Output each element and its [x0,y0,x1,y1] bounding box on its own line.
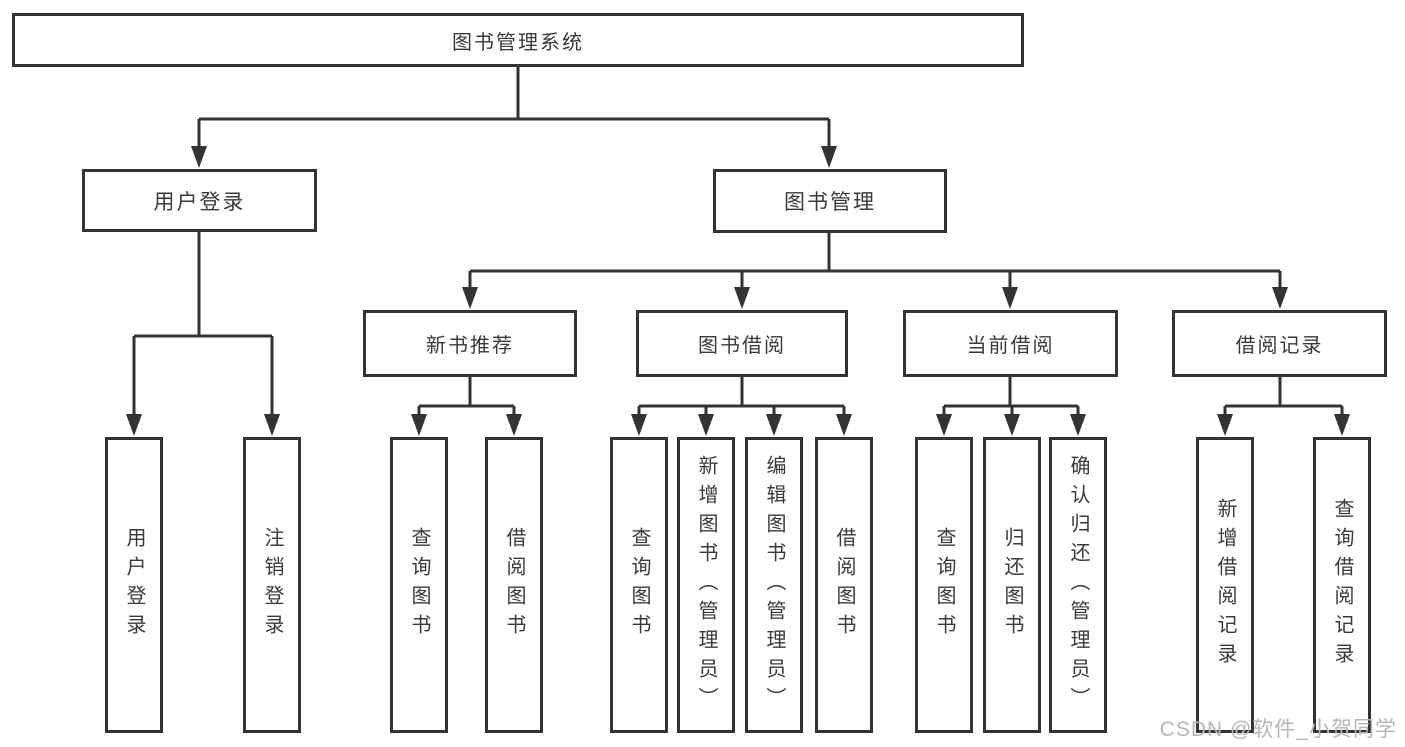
leaf-borrow-books-1: 借阅图书 [485,437,543,733]
node-current-borrowing: 当前借阅 [903,310,1118,377]
node-root: 图书管理系统 [12,13,1024,67]
leaf-user-login: 用户登录 [105,437,163,733]
watermark: CSDN @软件_小贺同学 [1159,718,1397,741]
leaf-query-books-2: 查询图书 [610,437,668,733]
leaf-return-books: 归还图书 [983,437,1041,733]
leaf-query-books-3: 查询图书 [915,437,973,733]
leaf-borrow-books-2: 借阅图书 [815,437,873,733]
leaf-confirm-return-admin: 确认归还（管理员） [1049,437,1107,733]
leaf-edit-books-admin: 编辑图书（管理员） [745,437,803,733]
node-new-book-recommend: 新书推荐 [363,310,577,377]
node-book-borrowing: 图书借阅 [636,310,848,377]
leaf-add-borrow-record: 新增借阅记录 [1196,437,1254,733]
leaf-query-borrow-record: 查询借阅记录 [1313,437,1371,733]
leaf-query-books-1: 查询图书 [390,437,448,733]
leaf-logout: 注销登录 [243,437,301,733]
node-borrowing-records: 借阅记录 [1172,310,1387,377]
leaf-add-books-admin: 新增图书（管理员） [677,437,735,733]
node-user-login: 用户登录 [82,169,317,232]
node-book-management: 图书管理 [713,169,947,233]
arrowheads [126,146,1350,436]
